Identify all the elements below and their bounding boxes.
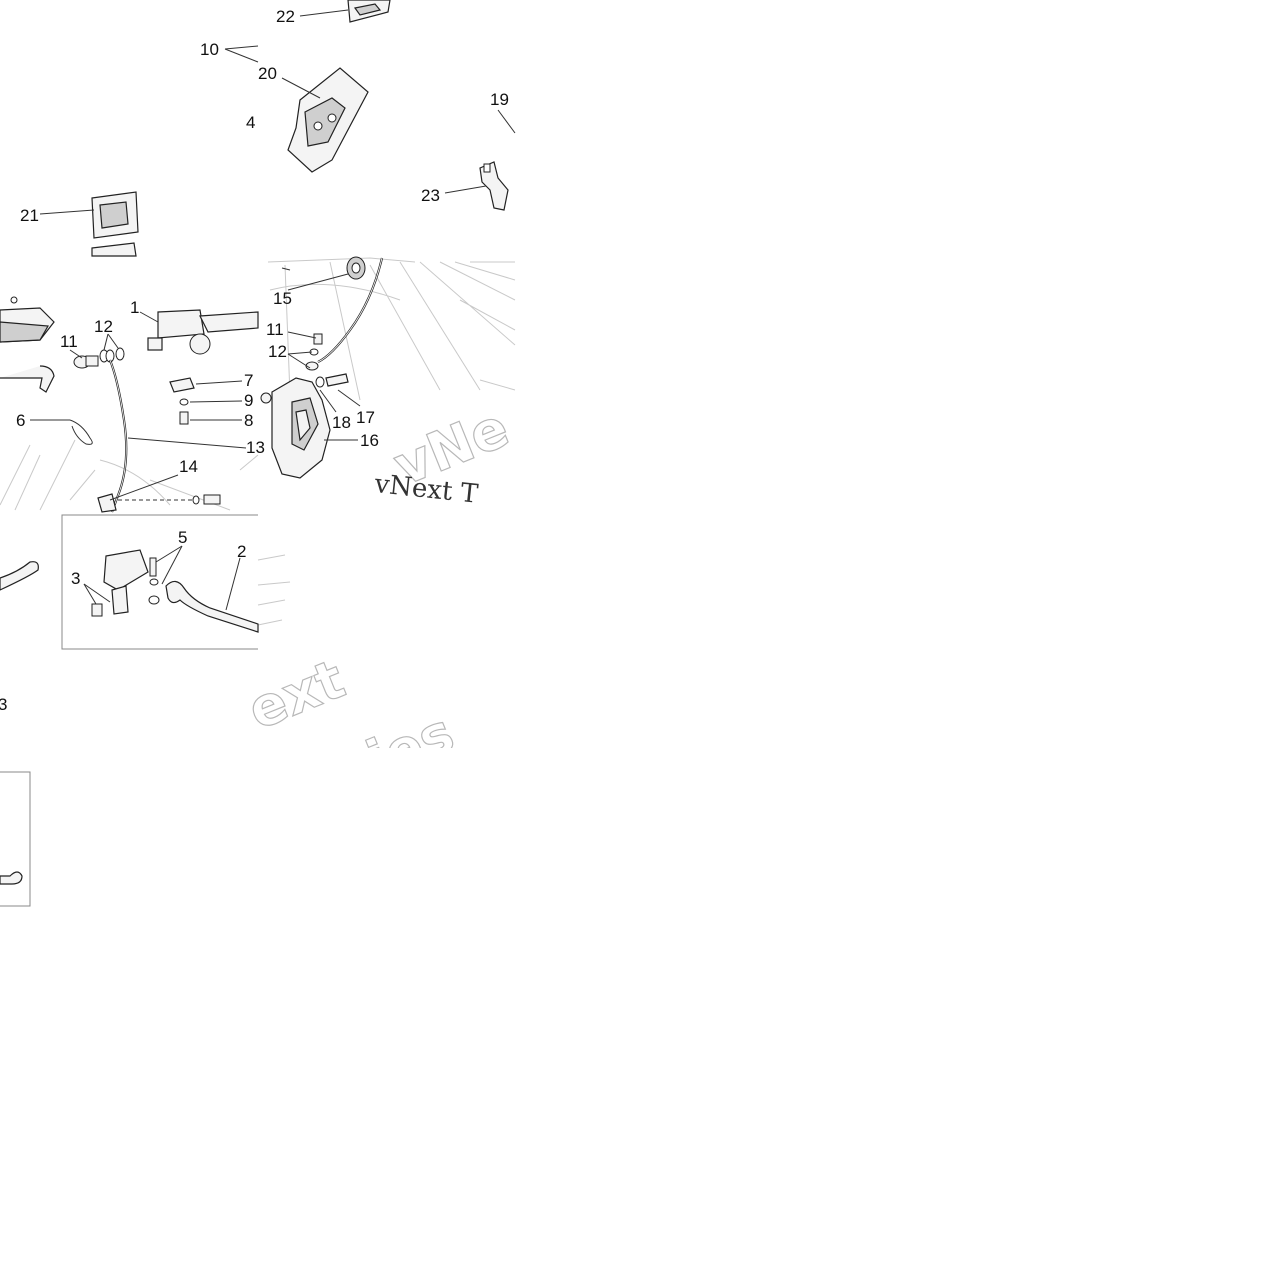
part-1-master-cylinder: 1 bbox=[130, 298, 259, 355]
part-7-9-8-bleed-set: 7 9 8 bbox=[169, 371, 253, 430]
callout-22: 22 bbox=[276, 7, 295, 26]
callout-16: 16 bbox=[360, 431, 379, 450]
right-brake-hose bbox=[317, 257, 384, 363]
callout-6: 6 bbox=[16, 411, 25, 430]
callout-21: 21 bbox=[20, 206, 39, 225]
callout-13: 13 bbox=[246, 438, 265, 457]
left-caliper-fragment bbox=[0, 296, 55, 393]
callout-2: 2 bbox=[237, 542, 246, 561]
callout-15: 15 bbox=[273, 289, 292, 308]
part-21-pad-kit: 21 bbox=[20, 191, 139, 257]
callout-11: 11 bbox=[60, 332, 78, 351]
left-lever-fragment bbox=[0, 561, 39, 591]
part-16-front-caliper: 17 18 16 bbox=[260, 373, 379, 479]
callout-20: 20 bbox=[258, 64, 277, 83]
part-20-brake-pads: 10 20 4 bbox=[200, 40, 369, 173]
callout-5: 5 bbox=[178, 528, 187, 547]
callout-3b: 3 bbox=[0, 695, 7, 714]
callout-4: 4 bbox=[246, 113, 255, 132]
part-6-hose-clip: 6 bbox=[16, 411, 93, 445]
callout-14: 14 bbox=[179, 457, 198, 476]
watermark-ext: ext bbox=[239, 647, 353, 742]
part-11-12-banjo-right: 11 12 bbox=[266, 320, 323, 371]
callout-23: 23 bbox=[421, 186, 440, 205]
part-14-hose-guide: 14 bbox=[97, 457, 221, 513]
callout-9: 9 bbox=[244, 391, 253, 410]
callout-18: 18 bbox=[332, 413, 351, 432]
callout-10: 10 bbox=[200, 40, 219, 59]
callout-1: 1 bbox=[130, 298, 139, 317]
callout-17: 17 bbox=[356, 408, 375, 427]
callout-3: 3 bbox=[71, 569, 80, 588]
part-11-12-banjo-left: 11 12 bbox=[60, 317, 125, 369]
chassis-ghost-lines bbox=[0, 257, 516, 626]
part-15-grommet: 15 bbox=[273, 256, 366, 308]
callout-8: 8 bbox=[244, 411, 253, 430]
callout-11b: 11 bbox=[266, 320, 284, 339]
part-22-pad-kit: 22 bbox=[276, 0, 391, 26]
callout-19: 19 bbox=[490, 90, 509, 109]
part-13-brake-hose: 13 bbox=[108, 359, 265, 513]
callout-7: 7 bbox=[244, 371, 253, 390]
callout-12b: 12 bbox=[268, 342, 287, 361]
lower-left-inset: 3 bbox=[0, 695, 31, 907]
callout-12: 12 bbox=[94, 317, 113, 336]
part-23-clip: 23 bbox=[421, 161, 509, 211]
lever-inset: 5 2 3 bbox=[61, 514, 259, 650]
part-19: 19 bbox=[490, 90, 516, 134]
